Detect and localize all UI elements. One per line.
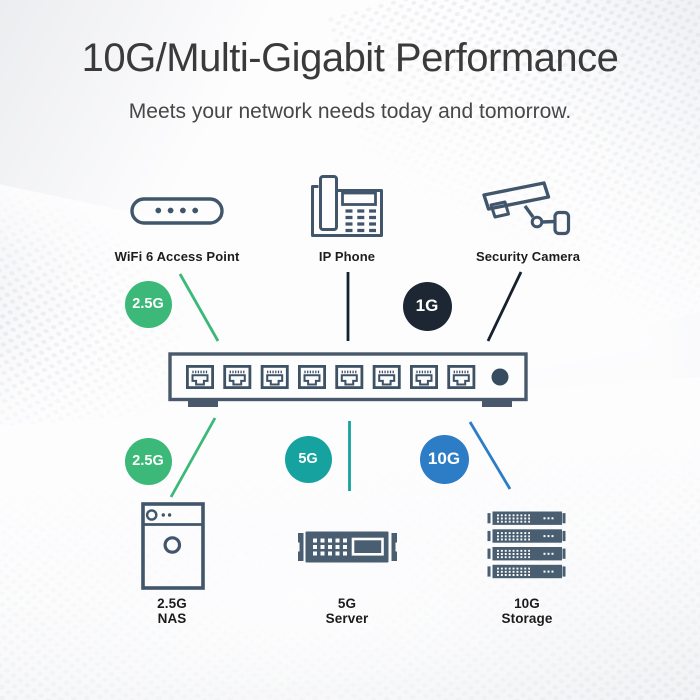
nas-icon <box>141 502 205 590</box>
speed-badge-2-5g-bottom: 2.5G <box>124 437 172 485</box>
server-label: 5G Server <box>287 596 407 626</box>
link-switch-storage <box>468 421 512 490</box>
storage-label: 10G Storage <box>467 596 587 626</box>
storage-array-icon <box>486 510 567 580</box>
speed-badge-1g: 1G <box>402 281 452 331</box>
access-point-label: WiFi 6 Access Point <box>114 249 240 264</box>
ip-phone-icon <box>311 175 383 237</box>
ethernet-switch-icon <box>168 352 528 407</box>
speed-badge-5g: 5G <box>284 435 332 483</box>
nas-label: 2.5G NAS <box>112 596 232 626</box>
security-camera-label: Security Camera <box>475 249 581 264</box>
nas-name: NAS <box>157 611 187 626</box>
server-name: Server <box>325 611 369 626</box>
switch-power-led <box>491 368 509 386</box>
link-camera-switch <box>486 271 523 342</box>
page-title: 10G/Multi-Gigabit Performance <box>81 36 619 80</box>
storage-speed: 10G <box>514 596 540 611</box>
ip-phone-label: IP Phone <box>318 249 376 264</box>
nas-speed: 2.5G <box>157 596 187 611</box>
page-subtitle: Meets your network needs today and tomor… <box>128 100 572 123</box>
security-camera-icon <box>482 181 571 236</box>
server-speed: 5G <box>337 596 357 611</box>
link-switch-nas <box>169 417 217 498</box>
link-ap-switch <box>178 273 220 342</box>
rack-server-icon <box>296 531 399 563</box>
speed-badge-2-5g-top: 2.5G <box>124 280 172 328</box>
speed-badge-10g: 10G <box>419 434 469 484</box>
storage-name: Storage <box>501 611 553 626</box>
wifi-access-point-icon <box>130 197 224 225</box>
